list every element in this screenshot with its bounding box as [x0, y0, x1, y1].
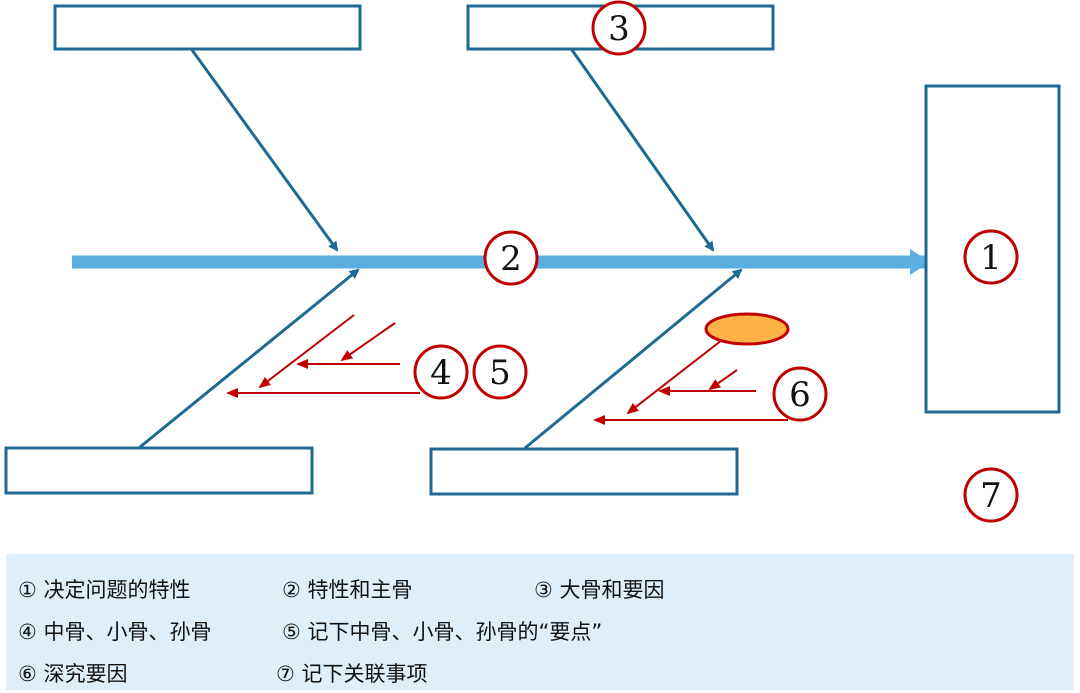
marker-3: 3	[591, 0, 647, 56]
legend-item-3: ③ 大骨和要因	[534, 578, 665, 602]
legend-item-6: ⑥ 深究要因	[18, 662, 128, 686]
marker-6: 6	[772, 366, 828, 422]
small-bone-left	[258, 314, 355, 389]
grand-bone-right	[708, 369, 738, 391]
marker-2: 2	[483, 230, 539, 286]
svg-text:3: 3	[608, 9, 630, 49]
marker-4: 4	[413, 344, 469, 400]
legend-item-2: ② 特性和主骨	[282, 578, 413, 602]
major-bone-top-left	[190, 49, 339, 252]
small-bone-right	[626, 339, 723, 415]
svg-text:1: 1	[980, 238, 1002, 278]
svg-text:7: 7	[980, 476, 1002, 516]
legend-item-1: ① 决定问题的特性	[18, 578, 191, 602]
svg-text:4: 4	[430, 353, 452, 393]
major-bone-bottom-left	[139, 268, 360, 449]
root-cause-ellipse	[704, 312, 790, 346]
cause-box-top-left	[53, 4, 362, 51]
marker-1: 1	[963, 229, 1019, 285]
marker-5: 5	[472, 344, 528, 400]
grand-bone-left	[340, 322, 396, 362]
cause-box-bottom-right	[429, 447, 739, 496]
major-bone-top-right	[570, 49, 715, 252]
sub-bones-right	[593, 339, 788, 425]
fishbone-diagram: 1 2 3 4 5 6 7	[4, 0, 1061, 523]
legend-item-5: ⑤ 记下中骨、小骨、孙骨的“要点”	[282, 620, 603, 644]
svg-text:5: 5	[489, 353, 511, 393]
svg-text:2: 2	[500, 239, 522, 279]
legend-item-4: ④ 中骨、小骨、孙骨	[18, 620, 212, 644]
cause-box-bottom-left	[4, 446, 314, 495]
legend-item-7: ⑦ 记下关联事项	[276, 662, 428, 686]
major-bone-bottom-right	[524, 268, 743, 450]
legend-panel: ① 决定问题的特性 ② 特性和主骨 ③ 大骨和要因 ④ 中骨、小骨、孙骨 ⑤ 记…	[6, 554, 1074, 690]
marker-7: 7	[963, 467, 1019, 523]
svg-text:6: 6	[789, 375, 811, 415]
sub-bones-left	[226, 314, 420, 398]
